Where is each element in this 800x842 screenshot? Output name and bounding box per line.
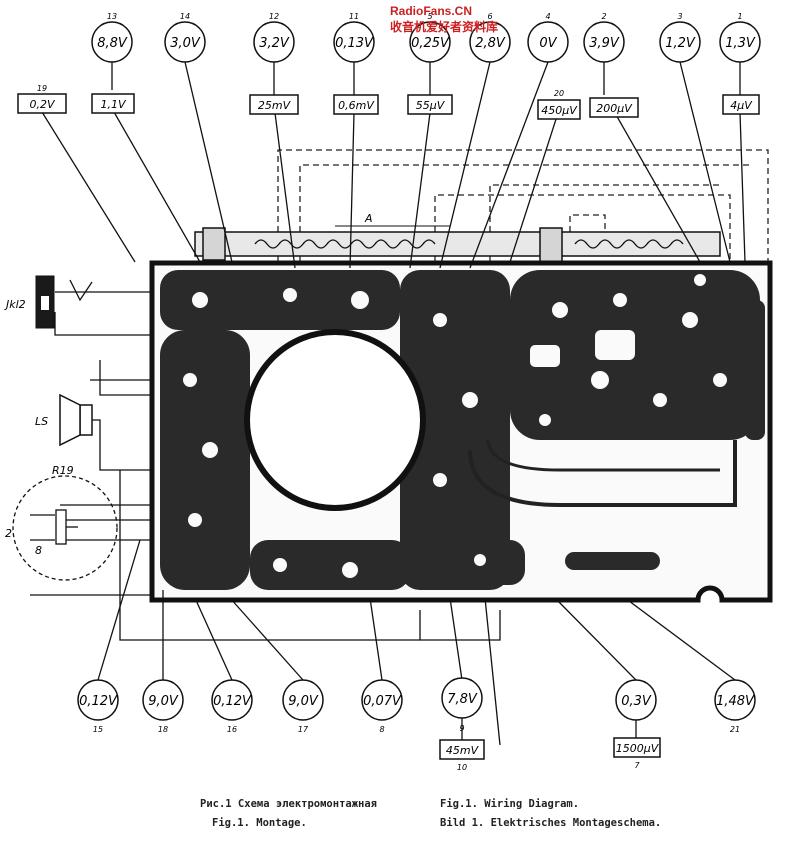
test-point-voltage: 3,9V xyxy=(589,36,620,51)
test-point-number: 2 xyxy=(601,12,606,21)
caption-montage: Fig.1. Montage. xyxy=(212,817,307,829)
speaker-symbol xyxy=(59,393,93,447)
box-signal-value: 25mV xyxy=(258,99,292,112)
test-point-number: 3 xyxy=(677,12,682,21)
top-point-circles xyxy=(91,21,761,63)
test-point-number: 11 xyxy=(349,12,359,21)
test-point-voltage: 7,8V xyxy=(447,692,478,707)
test-point-number: 9 xyxy=(459,724,464,733)
test-point-number: 8 xyxy=(379,725,384,734)
test-point-number: 12 xyxy=(269,12,279,21)
box-signal-value: 45mV xyxy=(446,744,480,757)
test-point-number: 6 xyxy=(487,12,492,21)
box-number: 10 xyxy=(457,763,467,772)
antenna-label: A xyxy=(364,212,373,225)
test-point-voltage: 1,48V xyxy=(716,694,755,709)
speaker-label: LS xyxy=(35,415,48,428)
box-signal-value: 0,6mV xyxy=(338,99,375,112)
test-point-voltage: 9,0V xyxy=(288,694,319,709)
pcb-board xyxy=(149,260,773,603)
test-point-voltage: 3,0V xyxy=(170,36,201,51)
ferrite-antenna xyxy=(194,225,721,289)
test-point-number: 4 xyxy=(545,12,550,21)
test-point-voltage: 1,3V xyxy=(725,36,756,51)
test-point-number: 13 xyxy=(107,12,117,21)
box-signal-value: 1,1V xyxy=(100,98,126,111)
test-point-voltage: 9,0V xyxy=(148,694,179,709)
box-number: 19 xyxy=(37,84,47,93)
bottom-signal-boxes xyxy=(439,737,661,760)
box-signal-value: 1500µV xyxy=(616,742,660,755)
watermark: RadioFans.CN 收音机爱好者资料库 xyxy=(390,4,498,35)
box-signal-value: 55µV xyxy=(416,99,446,112)
caption-german: Bild 1. Elektrisches Montageschema. xyxy=(440,817,662,829)
top-signal-boxes xyxy=(17,93,760,120)
top-leaders xyxy=(41,61,746,269)
caption-english: Fig.1. Wiring Diagram. xyxy=(440,798,580,810)
bottom-point-circles xyxy=(77,677,756,721)
test-point-number: 1 xyxy=(737,12,742,21)
box-signal-value: 4µV xyxy=(730,99,753,112)
test-point-voltage: 1,2V xyxy=(665,36,696,51)
potentiometer-pin-label: 2 xyxy=(5,527,12,540)
test-point-voltage: 0,13V xyxy=(335,36,374,51)
box-number: 20 xyxy=(554,89,564,98)
box-signal-value: 0,2V xyxy=(29,98,55,111)
test-point-number: 17 xyxy=(298,725,309,734)
test-point-number: 14 xyxy=(180,12,190,21)
test-point-number: 5 xyxy=(427,12,432,21)
box-signal-value: 450µV xyxy=(541,104,578,117)
test-point-voltage: 3,2V xyxy=(259,36,290,51)
test-point-voltage: 0,3V xyxy=(621,694,652,709)
jack-label: Jkl2 xyxy=(4,298,26,311)
potentiometer-label: R19 xyxy=(52,464,74,477)
test-point-number: 16 xyxy=(227,725,237,734)
test-point-voltage: 0,25V xyxy=(411,36,450,51)
test-point-number: 21 xyxy=(730,725,740,734)
test-point-voltage: 0V xyxy=(539,36,557,51)
test-point-number: 18 xyxy=(158,725,168,734)
box-number: 7 xyxy=(634,761,640,770)
box-signal-value: 200µV xyxy=(596,102,633,115)
test-point-voltage: 2,8V xyxy=(475,36,506,51)
test-point-voltage: 0,07V xyxy=(363,694,402,709)
jack-socket xyxy=(35,275,55,329)
potentiometer-switch xyxy=(12,475,118,581)
watermark-line: 收音机爱好者资料库 xyxy=(390,20,499,34)
bottom-leaders xyxy=(97,539,736,746)
test-point-voltage: 8,8V xyxy=(97,36,128,51)
test-point-voltage: 0,12V xyxy=(79,694,118,709)
left-wiring xyxy=(30,279,501,641)
watermark-line: RadioFans.CN xyxy=(390,4,473,18)
caption-russian: Рис.1 Схема электромонтажная xyxy=(200,798,378,810)
test-point-number: 15 xyxy=(93,725,103,734)
test-point-voltage: 0,12V xyxy=(213,694,252,709)
potentiometer-pin-label: 8 xyxy=(35,544,42,557)
